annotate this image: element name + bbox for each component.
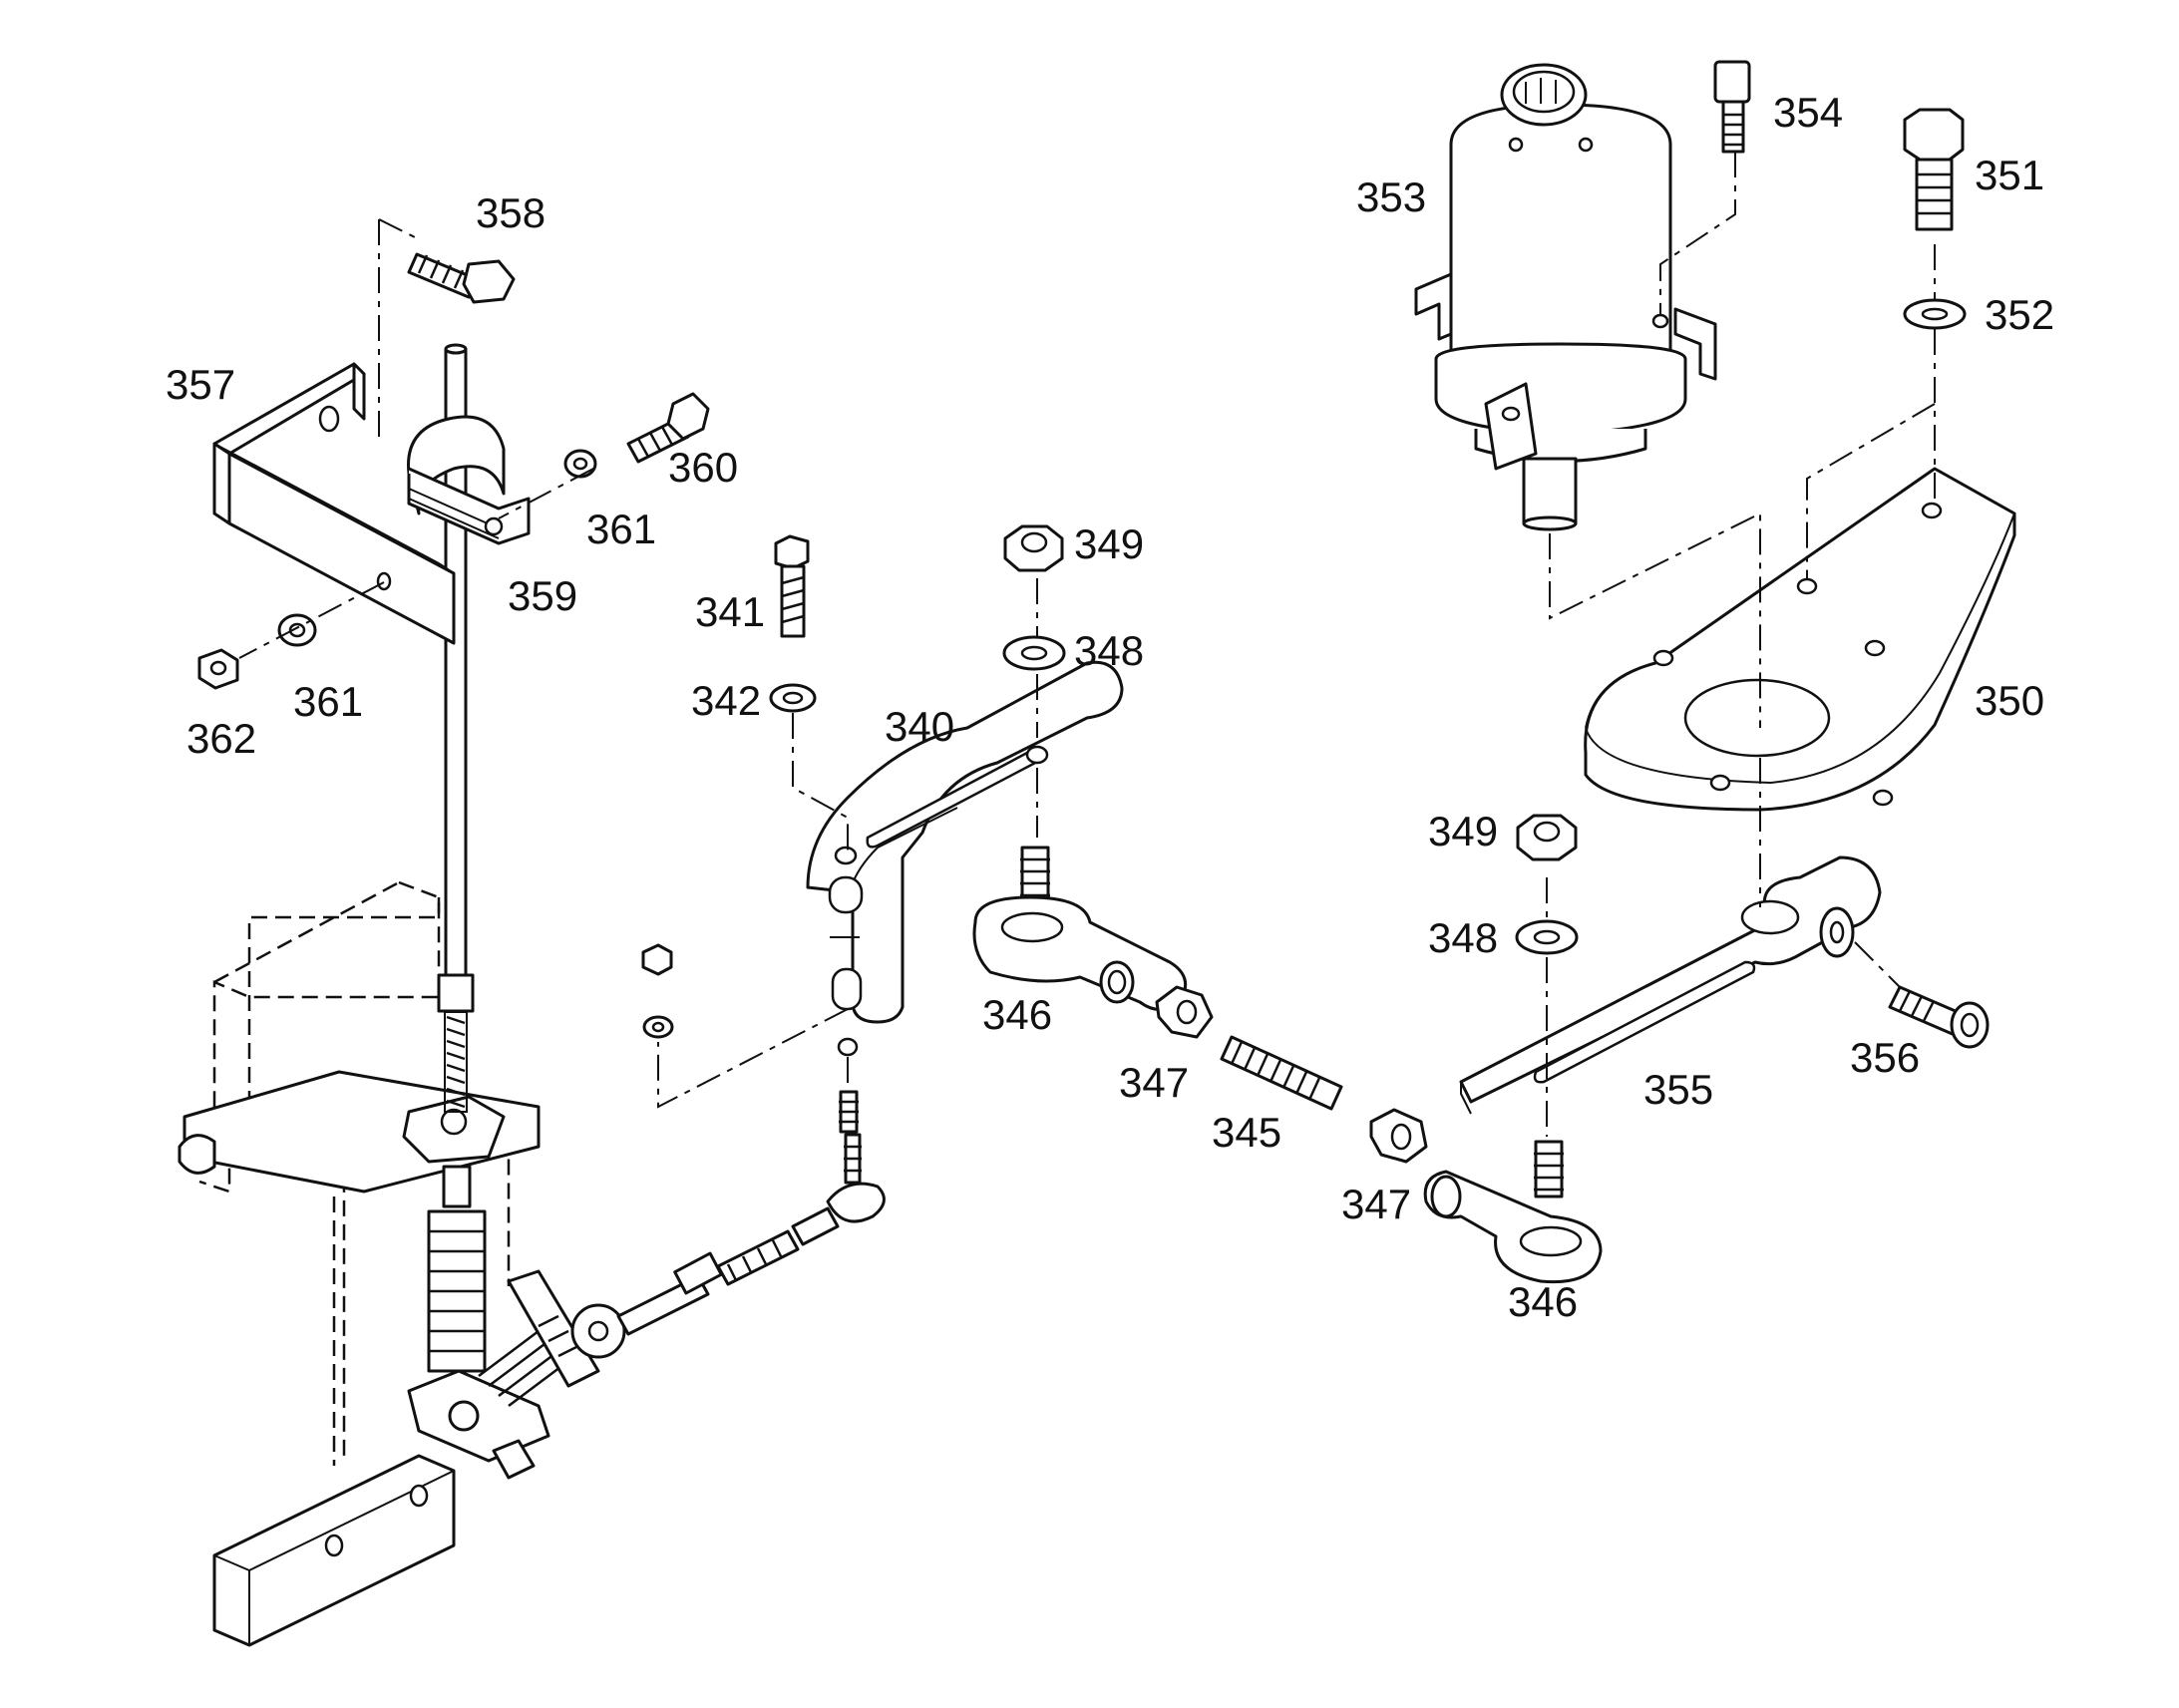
bolt-351: [1903, 108, 1965, 231]
bolt-358: [407, 252, 516, 304]
label-342: 342: [691, 677, 761, 724]
label-350: 350: [1975, 677, 2044, 724]
center-lines-left: [238, 218, 594, 659]
label-361-upper: 361: [586, 506, 656, 552]
label-349-upper: 349: [1074, 520, 1144, 567]
center-lines-lever: [657, 578, 1038, 1109]
frame-bracket-plate: [178, 1070, 541, 1194]
label-356: 356: [1850, 1034, 1920, 1081]
label-347-upper: 347: [1119, 1059, 1189, 1106]
label-340: 340: [885, 703, 954, 750]
clamp-359: [407, 415, 531, 545]
label-353: 353: [1356, 173, 1426, 220]
center-lines-right: [1546, 152, 1936, 1137]
label-348-upper: 348: [1074, 627, 1144, 674]
nut-362: [197, 648, 239, 690]
bracket-357: [212, 362, 456, 645]
washer-348-lower: [1515, 919, 1579, 955]
label-347-lower: 347: [1341, 1181, 1411, 1227]
frame-foot: [212, 1454, 456, 1647]
label-348-lower: 348: [1428, 914, 1498, 961]
washer-352: [1903, 298, 1967, 330]
motor-353: [1414, 63, 1717, 531]
label-341: 341: [695, 588, 765, 635]
label-351: 351: [1975, 152, 2044, 198]
threaded-rod-345: [1220, 1035, 1343, 1111]
label-345: 345: [1212, 1109, 1281, 1156]
label-352: 352: [1985, 291, 2054, 338]
lower-tie-rod: [570, 1133, 886, 1359]
lever-link-stud: [839, 1090, 859, 1134]
washer-361-lower: [277, 613, 317, 647]
nut-349-upper: [1003, 524, 1064, 572]
label-346-lower: 346: [1508, 1278, 1578, 1325]
label-355: 355: [1643, 1066, 1713, 1113]
label-349-lower: 349: [1428, 808, 1498, 854]
label-361-lower: 361: [293, 678, 363, 725]
label-354: 354: [1773, 89, 1843, 136]
rod-end-346-lower: [1423, 1140, 1603, 1284]
label-357: 357: [166, 361, 235, 408]
arm-355: [1459, 855, 1882, 1115]
nut-347-upper: [1155, 985, 1214, 1039]
lower-spring-and-bellows: [407, 1165, 600, 1480]
label-362: 362: [186, 715, 256, 762]
label-358: 358: [476, 189, 545, 236]
nut-349-lower: [1516, 814, 1578, 861]
washer-361-upper: [563, 449, 597, 479]
mounting-plate-350: [1584, 467, 2016, 812]
nut-347-lower: [1369, 1108, 1428, 1164]
bolt-360: [626, 392, 710, 464]
label-346-upper: 346: [982, 991, 1052, 1038]
callout-labels: 358 357 360 361 359 361 362 341 342 349 …: [166, 89, 2054, 1325]
screw-356: [1888, 985, 1990, 1049]
washer-342: [769, 683, 817, 713]
screw-354: [1713, 60, 1751, 154]
bolt-341: [774, 534, 810, 638]
washer-348-upper: [1002, 635, 1066, 671]
nut-small-left: [641, 943, 674, 1039]
label-359: 359: [508, 572, 577, 619]
lever-340: [806, 660, 1124, 1057]
rod-end-346-upper: [972, 846, 1188, 1011]
label-360: 360: [668, 444, 738, 491]
